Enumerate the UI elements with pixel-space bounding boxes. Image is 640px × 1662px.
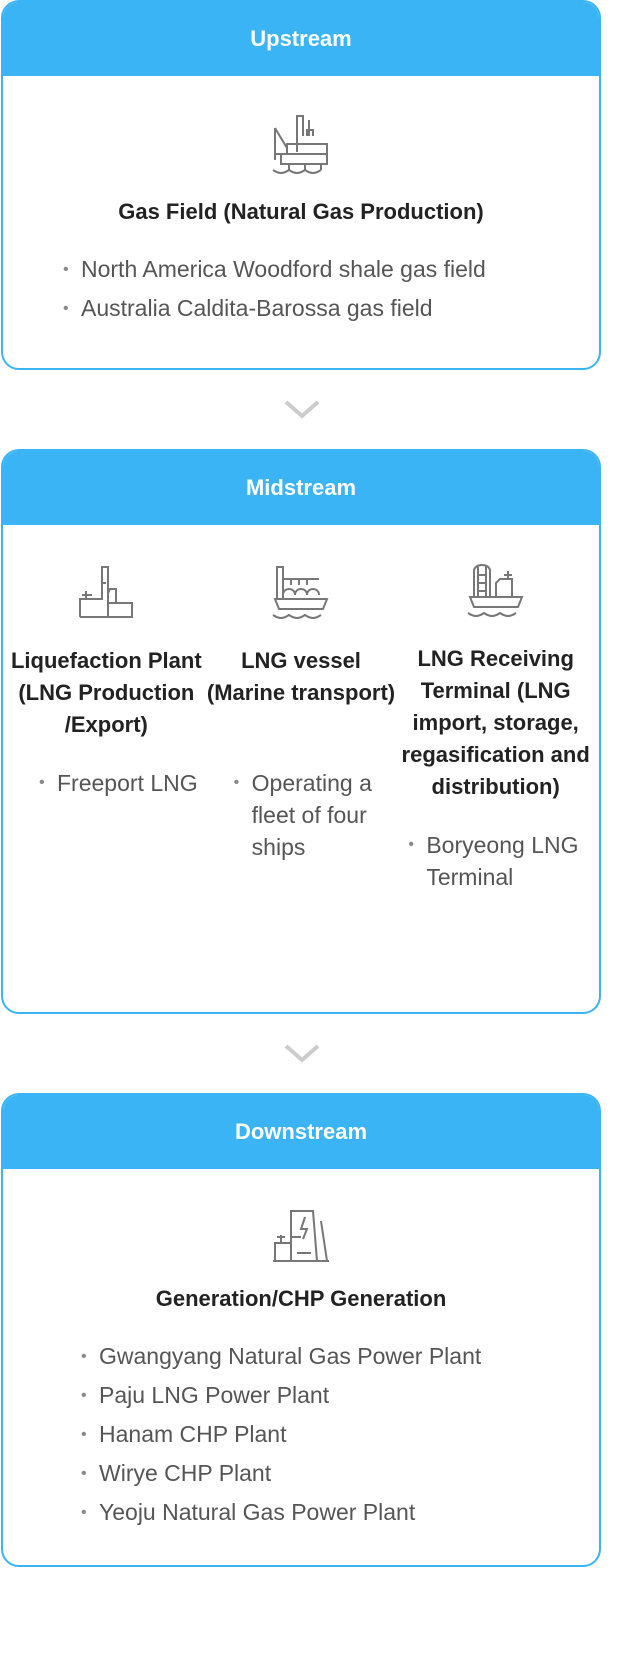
list-item: Gwangyang Natural Gas Power Plant bbox=[81, 1337, 599, 1376]
list-item: Boryeong LNG Terminal bbox=[408, 829, 593, 893]
column-title: LNG Receiving Terminal (LNG import, stor… bbox=[401, 646, 590, 799]
chevron-down-icon bbox=[284, 400, 320, 419]
liquefaction-plant-icon bbox=[79, 566, 134, 618]
list-item: Operating a fleet of four ships bbox=[234, 767, 399, 863]
downstream-title: Generation/CHP Generation bbox=[155, 1286, 447, 1311]
offshore-platform-icon bbox=[272, 115, 328, 174]
power-plant-icon bbox=[273, 1210, 329, 1262]
upstream-card: Upstream Gas Field (Natural Gas Producti… bbox=[1, 0, 601, 370]
list-item: Paju LNG Power Plant bbox=[81, 1376, 599, 1415]
downstream-card: Downstream Generation/CHP Generation Gwa… bbox=[1, 1093, 601, 1567]
midstream-card: Midstream Liquefaction Plant (LNG Produc… bbox=[1, 449, 601, 1014]
list-item: Yeoju Natural Gas Power Plant bbox=[81, 1493, 599, 1532]
upstream-header: Upstream bbox=[3, 2, 599, 76]
column-title: LNG vessel (Marine transport) bbox=[206, 648, 396, 705]
column-title: Liquefaction Plant (LNG Production /Expo… bbox=[10, 648, 202, 737]
midstream-column-liquefaction: Liquefaction Plant (LNG Production /Expo… bbox=[9, 525, 204, 893]
lng-receiving-terminal-icon bbox=[467, 564, 524, 617]
midstream-column-terminal: LNG Receiving Terminal (LNG import, stor… bbox=[398, 525, 593, 893]
list-item: Freeport LNG bbox=[39, 767, 204, 799]
downstream-list: Gwangyang Natural Gas Power Plant Paju L… bbox=[81, 1337, 599, 1532]
list-item: North America Woodford shale gas field bbox=[63, 250, 599, 289]
list-item: Hanam CHP Plant bbox=[81, 1415, 599, 1454]
upstream-title: Gas Field (Natural Gas Production) bbox=[118, 199, 484, 224]
list-item: Australia Caldita-Barossa gas field bbox=[63, 289, 599, 328]
downstream-header: Downstream bbox=[3, 1095, 599, 1169]
list-item: Wirye CHP Plant bbox=[81, 1454, 599, 1493]
upstream-list: North America Woodford shale gas field A… bbox=[63, 250, 599, 328]
lng-vessel-icon bbox=[272, 566, 329, 619]
midstream-column-vessel: LNG vessel (Marine transport) Operating … bbox=[204, 525, 399, 893]
chevron-down-icon bbox=[284, 1044, 320, 1063]
midstream-header: Midstream bbox=[3, 451, 599, 525]
